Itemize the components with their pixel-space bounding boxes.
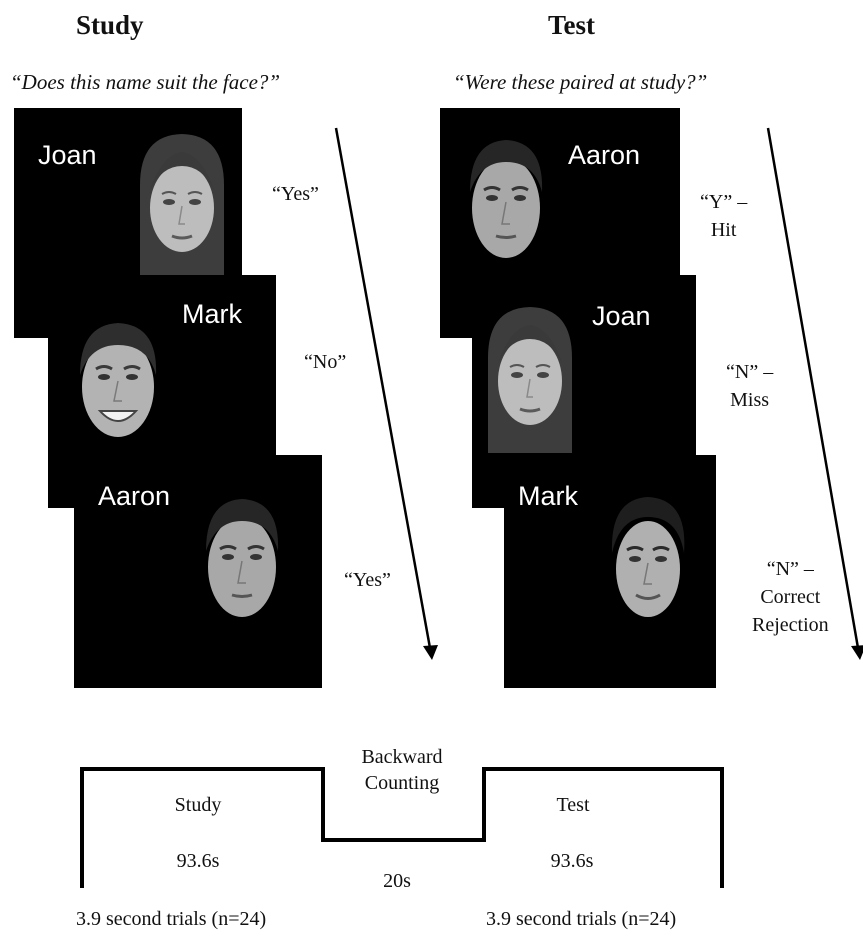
study-face-card-aaron: Aaron [74,455,322,688]
response-code: “Y” – [700,191,748,213]
study-response-1: “Yes” [272,183,319,205]
counting-label-line1: Backward [361,746,443,768]
male-face-icon [470,140,543,258]
timeline-counting-label: Backward Counting [343,744,461,796]
timeline-trace [80,767,724,888]
test-face-card-mark: Mark [504,455,716,688]
study-sequence-arrow [334,127,432,649]
test-heading: Test [548,10,596,40]
test-question: “Were these paired at study?” [453,70,708,94]
test-response-3: “N” – Correct Rejection [752,555,829,639]
face-name-label: Joan [38,140,97,170]
male-face-icon [611,497,685,617]
test-trials-note: 3.9 second trials (n=24) [486,908,677,930]
response-outcome: Miss [730,389,770,411]
male-face-icon [206,499,279,617]
timeline-test-label: Test [556,794,590,816]
smiling-male-face-icon [80,323,157,437]
study-trials-note: 3.9 second trials (n=24) [76,908,267,930]
face-name-label: Mark [182,299,242,329]
timeline-study-label: Study [174,794,222,816]
counting-label-line2: Counting [364,772,440,794]
response-code: “N” – [766,558,814,580]
study-arrow-head [423,645,438,660]
face-name-label: Aaron [568,140,641,170]
timeline-study-duration: 93.6s [176,850,220,872]
test-response-1: “Y” – Hit [700,188,747,244]
female-face-icon [140,134,224,280]
test-arrow-head [851,645,863,660]
face-name-label: Joan [592,301,651,331]
timeline-counting-duration: 20s [383,870,411,892]
timeline-test-duration: 93.6s [550,850,594,872]
response-outcome: Hit [710,219,737,241]
female-face-icon [488,307,572,453]
test-sequence-arrow [766,127,860,649]
test-response-2: “N” – Miss [726,358,773,414]
face-name-label: Aaron [98,481,171,511]
face-name-label: Mark [518,481,578,511]
response-outcome-cont: Rejection [752,614,829,636]
study-response-2: “No” [304,351,347,373]
response-code: “N” – [726,361,774,383]
study-question: “Does this name suit the face?” [10,70,281,94]
study-heading: Study [76,10,144,40]
study-response-3: “Yes” [344,569,391,591]
response-outcome: Correct [760,586,821,608]
